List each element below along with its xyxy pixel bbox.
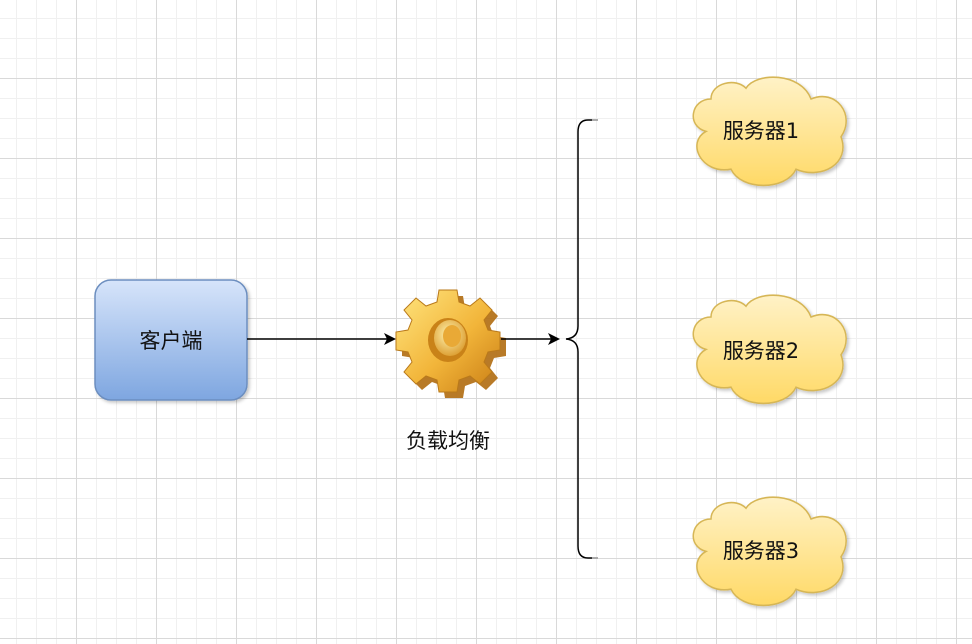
server-label-3: 服务器3 (722, 539, 800, 563)
server-label-2: 服务器2 (722, 339, 800, 363)
load-balancer-label: 负载均衡 (406, 429, 490, 453)
client-label: 客户端 (139, 329, 203, 353)
server-group-brace (565, 119, 598, 559)
gear-icon[interactable] (395, 289, 506, 398)
client-node[interactable] (94, 279, 248, 401)
server-label-1: 服务器1 (722, 119, 800, 143)
